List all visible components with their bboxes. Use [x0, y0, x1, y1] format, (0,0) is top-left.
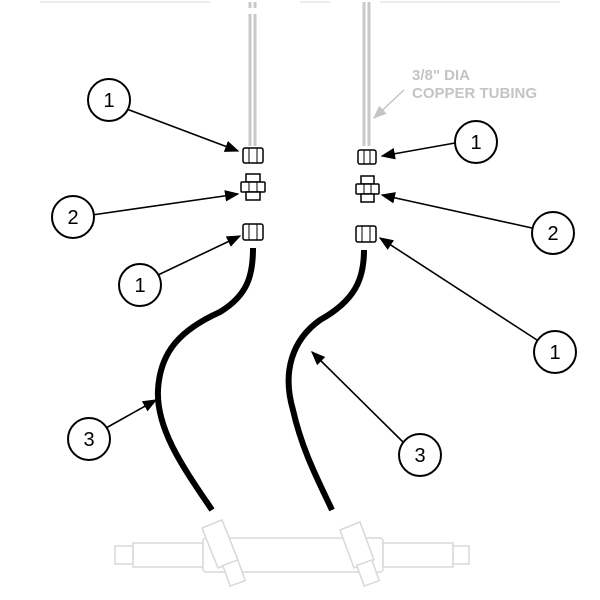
left-union — [240, 173, 266, 201]
right-union — [355, 175, 380, 203]
right-top-nut — [357, 149, 377, 165]
faded-lower-assembly — [114, 519, 470, 588]
left-bottom-nut — [242, 223, 264, 241]
callout-right-top: 1 — [380, 120, 498, 164]
callout-label: 3 — [414, 445, 425, 467]
callout-left-middle: 2 — [51, 190, 240, 239]
callout-label: 3 — [83, 429, 94, 451]
tubing-label-leader — [373, 89, 405, 119]
callout-label: 1 — [134, 275, 145, 297]
tubing-label-line1: 3/8" DIA — [412, 67, 470, 84]
callout-label: 2 — [67, 207, 78, 229]
right-copper-tube — [362, 2, 371, 146]
callout-left-hose: 3 — [67, 399, 158, 461]
tubing-label-line2: COPPER TUBING — [412, 85, 537, 102]
callout-right-hose: 3 — [310, 350, 442, 477]
left-copper-tube — [248, 2, 257, 146]
callout-label: 1 — [103, 90, 114, 112]
left-top-nut — [242, 147, 264, 164]
callout-label: 2 — [547, 223, 558, 245]
callout-left-top: 1 — [87, 78, 240, 152]
callout-label: 1 — [549, 342, 560, 364]
left-hose — [154, 247, 256, 512]
right-hose — [285, 249, 367, 512]
callout-left-bottom: 1 — [118, 235, 242, 307]
callout-label: 1 — [470, 132, 481, 154]
copper-tubing-label: 3/8" DIA COPPER TUBING — [373, 67, 537, 119]
callout-right-bottom: 1 — [378, 237, 577, 374]
right-bottom-nut — [355, 225, 377, 243]
callout-right-middle: 2 — [380, 192, 575, 255]
